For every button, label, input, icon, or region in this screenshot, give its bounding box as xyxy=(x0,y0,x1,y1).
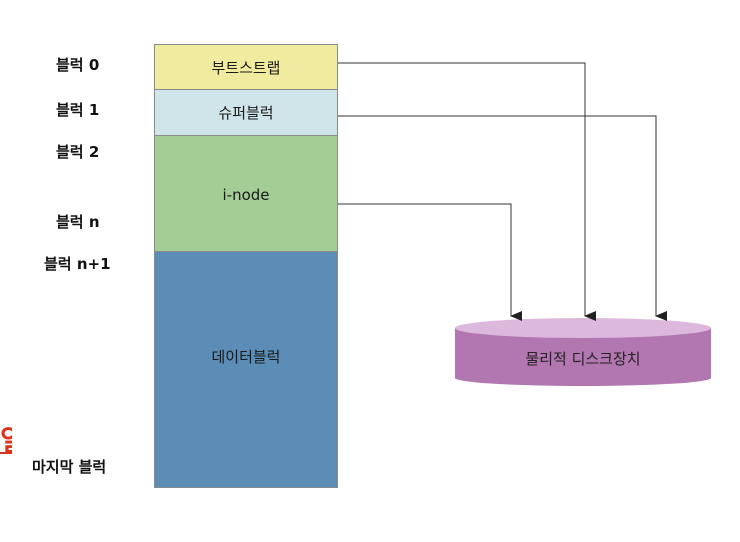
inode-label: i-node xyxy=(222,186,270,204)
label-block-0: 블럭 0 xyxy=(56,56,100,74)
label-last-block: 마지막 블럭 xyxy=(32,458,107,476)
label-block-n-plus-1: 블럭 n+1 xyxy=(44,255,111,273)
disk-bottom xyxy=(455,370,711,386)
bootstrap-block: 부트스트랩 xyxy=(154,44,338,90)
label-block-2: 블럭 2 xyxy=(56,143,100,161)
label-block-n: 블럭 n xyxy=(56,213,100,231)
superblock-label: 슈퍼블럭 xyxy=(218,104,274,122)
inode-block: i-node xyxy=(154,136,338,252)
arrow-inode-to-disk xyxy=(338,203,522,321)
arrow-superblock-to-disk xyxy=(338,115,667,321)
cropped-side-text: 일 xyxy=(0,426,12,456)
physical-disk-shape xyxy=(455,318,711,386)
data-block-label: 데이터블럭 xyxy=(211,348,281,366)
disk-label: 물리적 디스크장치 xyxy=(525,350,641,368)
data-block: 데이터블럭 xyxy=(154,252,338,488)
disk-top xyxy=(455,318,711,338)
bootstrap-label: 부트스트랩 xyxy=(211,58,281,77)
arrow-bootstrap-to-disk xyxy=(338,62,596,321)
label-block-1: 블럭 1 xyxy=(56,101,100,119)
superblock-block: 슈퍼블럭 xyxy=(154,90,338,136)
